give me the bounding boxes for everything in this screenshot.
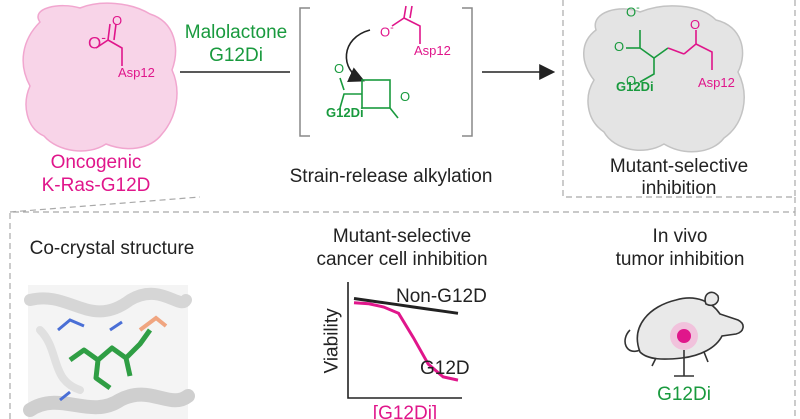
chart-x-axis-label: [G12Di]: [372, 403, 438, 419]
ligand-sticks: [68, 328, 153, 391]
asp12-residue-label: Asp12: [118, 65, 155, 80]
asp12-oxygen: O: [112, 13, 123, 28]
protein-label-line-2: K-Ras-G12D: [41, 175, 151, 196]
inhibited-protein-blob: [583, 5, 745, 153]
chart-axes: [347, 282, 462, 399]
nucleophile-oxygen: O-: [380, 22, 394, 40]
vivo-title-line-1: In vivo: [652, 226, 708, 247]
kras-protein-blob: [22, 2, 178, 152]
step-label: Strain-release alkylation: [289, 166, 493, 187]
crystal-title: Co-crystal structure: [29, 238, 195, 259]
asp12-charge-label: O-: [88, 30, 106, 53]
residue-sticks: [57, 318, 123, 402]
adduct-g12di-label: G12Di: [616, 79, 654, 94]
protein-ribbon: [24, 287, 192, 318]
adduct-asp12-label: Asp12: [698, 75, 735, 90]
adduct-carboxylate: O-: [626, 2, 640, 20]
nucleophile-asp12: Asp12: [414, 43, 451, 58]
lactone-carbonyl-oxygen: O: [334, 61, 345, 76]
cell-title-line-1: Mutant-selective: [332, 226, 472, 247]
transition-brackets: [299, 7, 473, 137]
mouse-ear: [704, 291, 720, 307]
co-crystal-render: [23, 285, 195, 419]
reagent-label-line-1: Malolactone: [184, 22, 288, 43]
mouse-tail: [624, 329, 641, 353]
attacking-carboxylate: [391, 5, 421, 44]
connector-left: [9, 196, 201, 213]
viability-chart: [347, 282, 462, 399]
chart-y-axis-label: Viability: [321, 308, 343, 374]
legend-non-g12d: Non-G12D: [396, 286, 487, 307]
lactone-ring-oxygen: O: [400, 89, 411, 104]
protein-helix: [23, 387, 195, 417]
panel-frames: [9, 0, 796, 419]
protein-loop: [36, 326, 84, 394]
adduct-ester-oxygen: O: [690, 17, 701, 32]
result-label-line-1: Mutant-selective: [609, 156, 749, 177]
adduct-linkage: [626, 30, 713, 83]
vivo-drug-label: G12Di: [657, 384, 711, 405]
tumor-marker: [677, 329, 691, 343]
series-non-g12d-line: [353, 297, 459, 315]
bottom-panel-frame: [9, 211, 796, 419]
protein-label-line-1: Oncogenic: [50, 152, 142, 173]
reagent-label-line-2: G12Di: [209, 45, 263, 66]
lactone-sticks: [138, 315, 168, 332]
vivo-title-line-2: tumor inhibition: [615, 249, 745, 270]
result-label-line-2: inhibition: [641, 178, 717, 199]
bracket-g12di-label: G12Di: [326, 105, 364, 120]
series-g12d-line: [353, 301, 459, 382]
adduct-oxygen-2: O: [626, 73, 637, 88]
mouse-feet: [651, 351, 709, 367]
cell-title-line-2: cancer cell inhibition: [316, 249, 488, 270]
attack-curved-arrow: [345, 29, 371, 82]
legend-g12d: G12D: [420, 358, 470, 379]
asp12-carboxylate: [95, 23, 123, 66]
adduct-oxygen-1: O: [614, 39, 625, 54]
malolactone-ring: [339, 77, 399, 119]
result-panel-frame: [562, 0, 796, 198]
